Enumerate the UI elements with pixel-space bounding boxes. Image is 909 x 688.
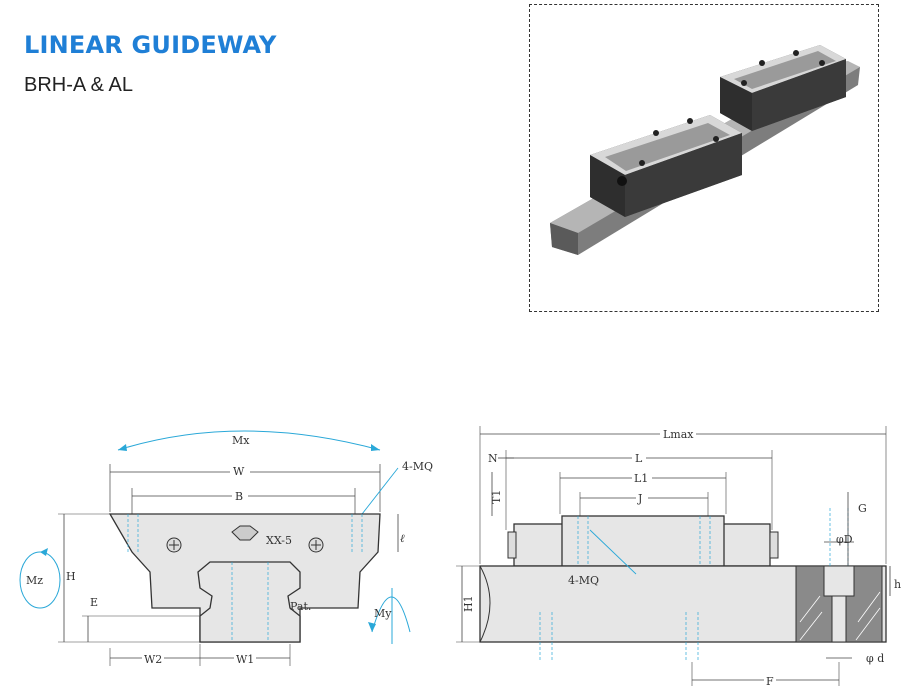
w1-label: W1	[236, 653, 254, 666]
front-view: Mx W B 4-MQ	[19, 430, 433, 666]
t1-label: T1	[490, 490, 503, 504]
j-label: J	[637, 492, 642, 505]
product-photo-frame	[529, 4, 879, 312]
xx-label: XX-5	[266, 534, 292, 547]
h-small-label: h	[894, 578, 901, 591]
e-label: E	[90, 596, 98, 609]
side-view: Lmax L N L1 J T1	[456, 426, 901, 688]
linear-guideway-photo	[550, 45, 860, 255]
l1-label: L1	[634, 472, 648, 485]
phi-d-big-label: φD	[836, 533, 853, 546]
b-label: B	[235, 490, 243, 503]
h1-label: H1	[462, 595, 475, 612]
h-label: H	[66, 570, 76, 583]
my-label: My	[374, 607, 392, 620]
w-label: W	[233, 465, 245, 478]
page-title: LINEAR GUIDEWAY	[24, 31, 277, 59]
l-small-label: ℓ	[400, 532, 405, 545]
mx-label: Mx	[232, 434, 250, 447]
w2-label: W2	[144, 653, 162, 666]
mz-label: Mz	[26, 574, 43, 587]
f-label: F	[766, 675, 774, 688]
g-label: G	[858, 502, 867, 515]
model-subtitle: BRH-A & AL	[24, 74, 133, 96]
front-mq-label: 4-MQ	[402, 460, 433, 473]
pat-label: Pat.	[290, 600, 311, 613]
n-label: N	[488, 452, 498, 465]
lmax-label: Lmax	[663, 428, 694, 441]
l-label: L	[635, 452, 643, 465]
side-mq-label: 4-MQ	[568, 574, 599, 587]
technical-drawing: Mx W B 4-MQ	[19, 426, 901, 688]
phi-d-small-label: φ d	[866, 652, 884, 665]
